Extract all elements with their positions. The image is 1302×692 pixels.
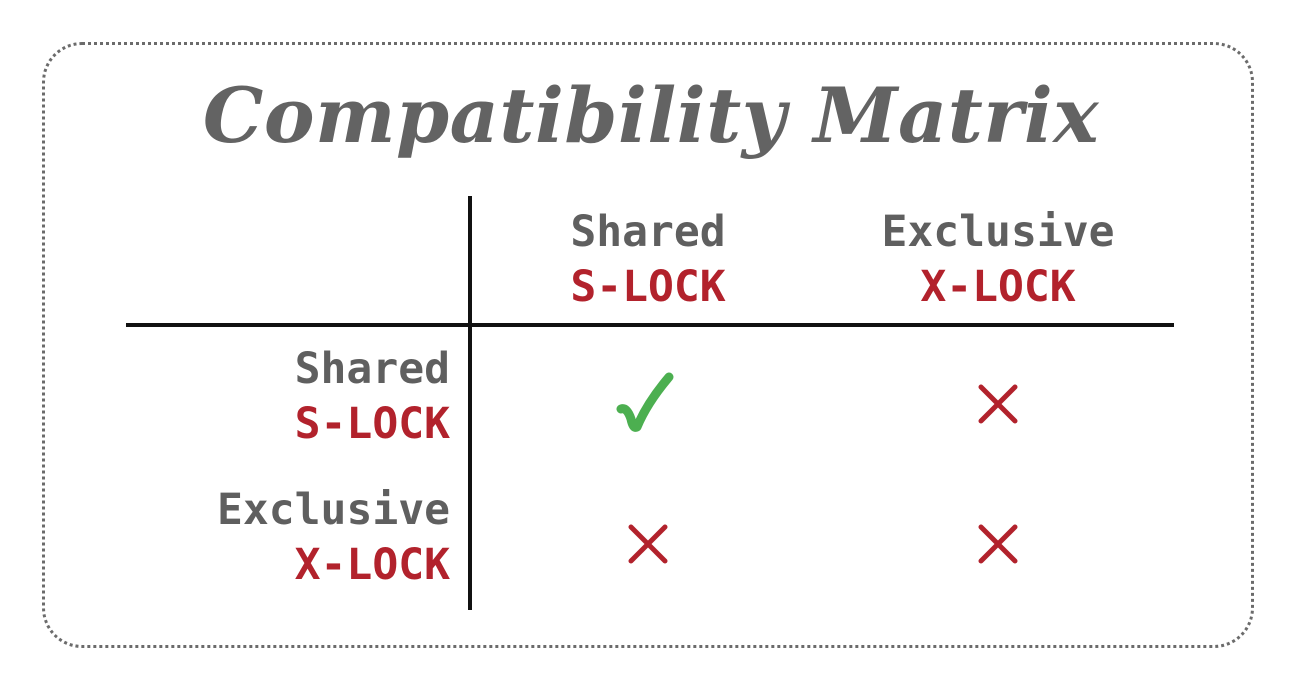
row-header-shared: Shared S-LOCK — [150, 342, 450, 452]
horizontal-divider — [126, 323, 1174, 327]
column-header-name: Shared — [570, 207, 726, 257]
cross-icon — [978, 384, 1018, 424]
diagram-frame — [42, 42, 1254, 648]
column-header-lock: X-LOCK — [920, 262, 1076, 312]
diagram-title: Compatibility Matrix — [202, 71, 1100, 160]
cross-icon — [978, 524, 1018, 564]
column-header-name: Exclusive — [881, 207, 1115, 257]
column-header-exclusive: Exclusive X-LOCK — [828, 205, 1168, 315]
row-header-name: Shared — [294, 344, 450, 394]
cell-shared-exclusive — [948, 354, 1048, 454]
row-header-name: Exclusive — [217, 485, 450, 535]
cell-exclusive-exclusive — [948, 494, 1048, 594]
check-icon — [616, 372, 674, 432]
column-header-shared: Shared S-LOCK — [478, 205, 818, 315]
row-header-exclusive: Exclusive X-LOCK — [150, 483, 450, 593]
cross-icon — [628, 524, 668, 564]
column-header-lock: S-LOCK — [570, 262, 726, 312]
cell-exclusive-shared — [598, 494, 698, 594]
row-header-lock: X-LOCK — [294, 540, 450, 590]
cell-shared-shared — [598, 354, 698, 454]
row-header-lock: S-LOCK — [294, 399, 450, 449]
vertical-divider — [468, 196, 472, 610]
